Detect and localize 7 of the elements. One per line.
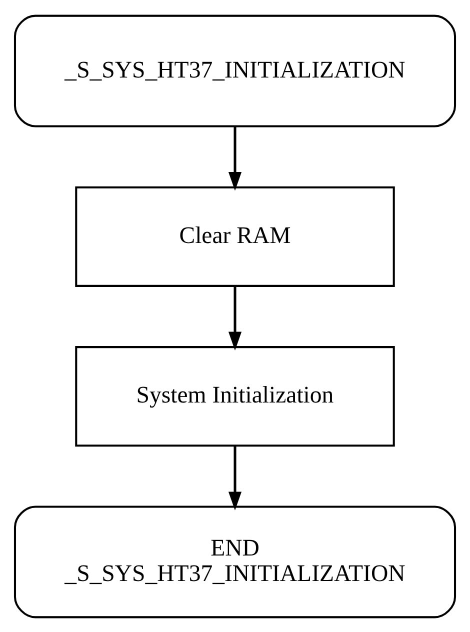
node-box: _S_SYS_HT37_INITIALIZATION bbox=[14, 14, 456, 127]
arrow bbox=[228, 286, 242, 350]
arrow bbox=[228, 445, 242, 510]
node-box: Clear RAM bbox=[75, 186, 395, 286]
node-box: System Initialization bbox=[75, 346, 395, 446]
node-box: END _S_SYS_HT37_INITIALIZATION bbox=[14, 505, 456, 618]
arrow bbox=[228, 126, 242, 190]
